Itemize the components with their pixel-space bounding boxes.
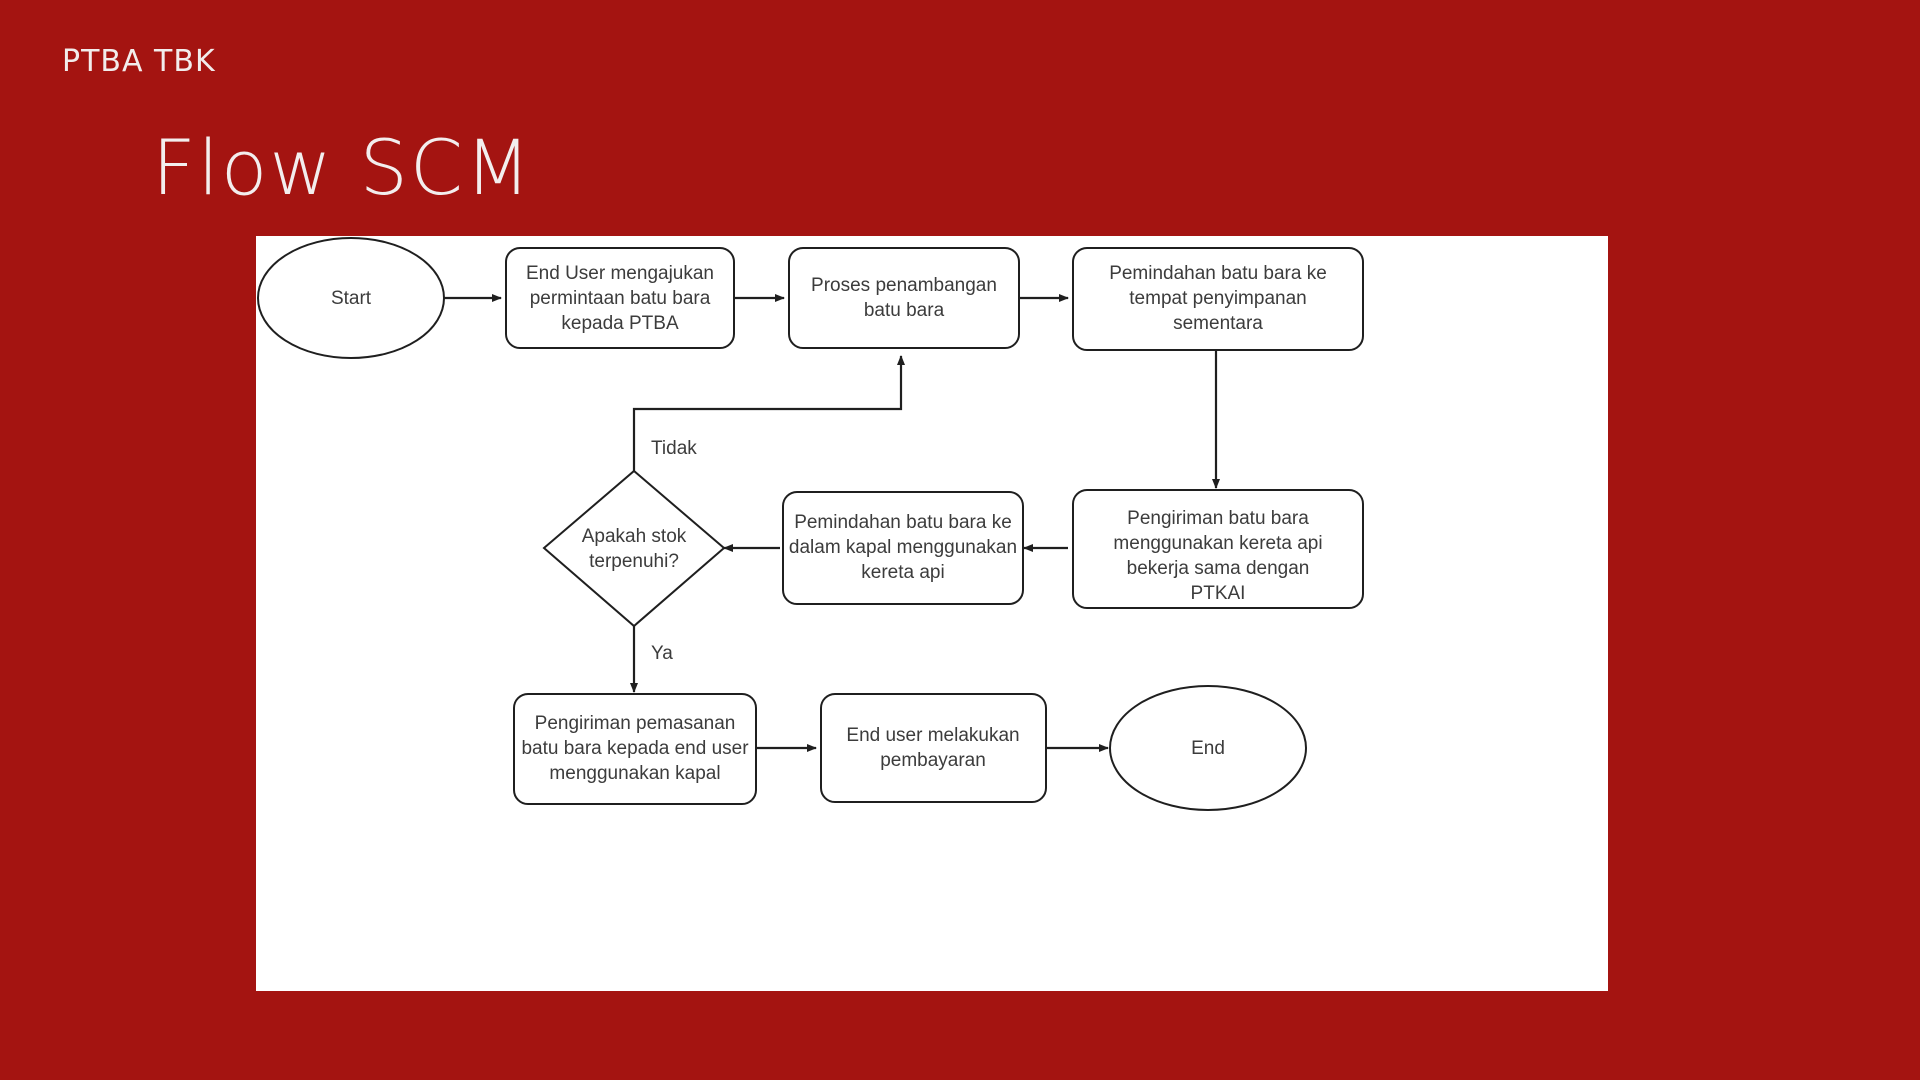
node-rail-line-4: PTKAI [1191,583,1246,604]
end-ellipse [1109,685,1307,811]
flowchart-canvas: Start End User mengajukan permintaan bat… [256,236,1608,991]
flowchart-svg: Start End User mengajukan permintaan bat… [257,237,1364,811]
edge-decision-no-to-mining [632,355,905,471]
request-box [505,247,735,349]
node-ship-load[interactable]: Pemindahan batu bara ke dalam kapal meng… [782,491,1024,605]
node-request-line-2: permintaan batu bara [530,288,711,309]
brand-label: PTBA TBK [62,44,216,79]
mining-box [788,247,1020,349]
node-decision-line-2: terpenuhi? [589,551,679,572]
node-shipload-line-2: dalam kapal menggunakan [789,537,1017,558]
node-shipload-line-3: kereta api [861,562,944,583]
payment-box [820,693,1047,803]
node-mining-line-2: batu bara [864,300,945,321]
node-storage[interactable]: Pemindahan batu bara ke tempat penyimpan… [1072,247,1364,351]
node-delivery[interactable]: Pengiriman pemasanan batu bara kepada en… [513,693,757,805]
node-shipload-line-1: Pemindahan batu bara ke [794,512,1012,533]
node-end[interactable]: End [1109,685,1307,811]
page-title: Flow SCM [152,123,533,212]
node-rail-line-2: menggunakan kereta api [1113,533,1322,554]
node-start[interactable]: Start [257,237,445,359]
node-rail[interactable]: Pengiriman batu bara menggunakan kereta … [1072,489,1364,609]
node-mining[interactable]: Proses penambangan batu bara [788,247,1020,349]
node-storage-line-3: sementara [1173,313,1263,334]
start-ellipse [257,237,445,359]
decision-diamond [542,469,726,628]
node-payment-line-1: End user melakukan [846,725,1019,746]
node-payment-line-2: pembayaran [880,750,986,771]
delivery-box [513,693,757,805]
rail-box [1072,489,1364,609]
node-delivery-line-2: batu bara kepada end user [521,738,749,759]
node-storage-line-1: Pemindahan batu bara ke [1109,263,1327,284]
node-delivery-line-3: menggunakan kapal [549,763,720,784]
node-start-label: Start [331,288,372,309]
node-payment[interactable]: End user melakukan pembayaran [820,693,1047,803]
node-request-line-1: End User mengajukan [526,263,714,284]
node-rail-line-3: bekerja sama dengan [1127,558,1310,579]
node-request-line-3: kepada PTBA [561,313,679,334]
storage-box [1072,247,1364,351]
edge-label-tidak: Tidak [651,438,697,459]
node-request[interactable]: End User mengajukan permintaan batu bara… [505,247,735,349]
node-mining-line-1: Proses penambangan [811,275,997,296]
node-rail-line-1: Pengiriman batu bara [1127,508,1309,529]
node-storage-line-2: tempat penyimpanan [1129,288,1306,309]
node-delivery-line-1: Pengiriman pemasanan [535,713,736,734]
node-decision[interactable]: Apakah stok terpenuhi? [542,469,726,628]
ship-load-box [782,491,1024,605]
node-decision-line-1: Apakah stok [582,526,687,547]
edge-label-ya: Ya [651,643,673,664]
node-end-label: End [1191,738,1225,759]
